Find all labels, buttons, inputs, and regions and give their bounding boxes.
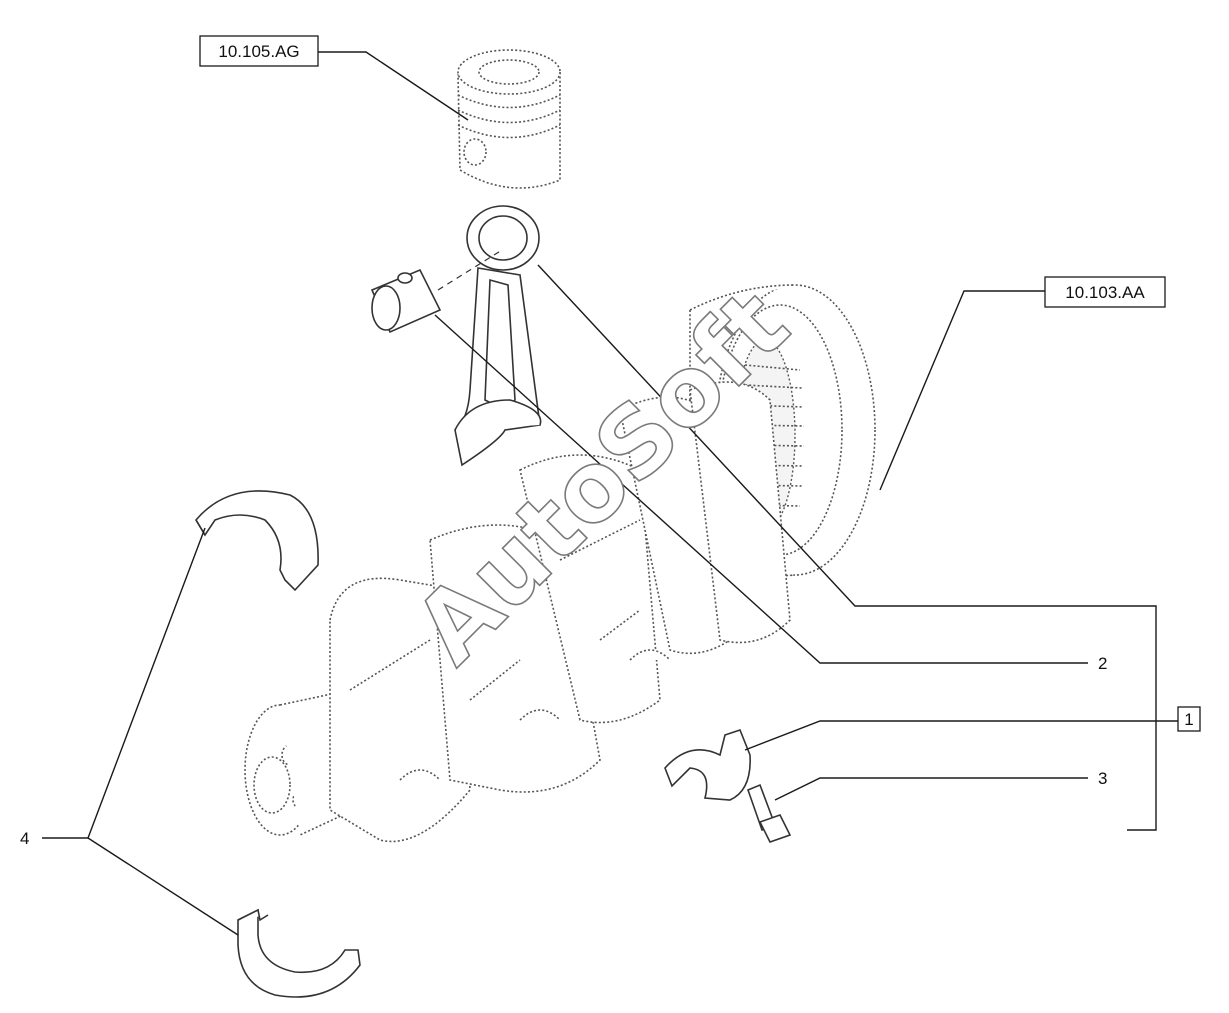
flywheel-reference-label: 10.103.AA	[1065, 283, 1145, 302]
small-end-bush-drawing	[370, 249, 503, 334]
crankshaft-drawing	[244, 381, 791, 843]
main-bearing-upper-drawing	[195, 490, 319, 592]
big-end-bolt-drawing	[746, 783, 792, 843]
big-end-cap-drawing	[664, 729, 751, 801]
piston-reference-label: 10.105.AG	[218, 42, 299, 61]
piston-reference-tag[interactable]: 10.105.AG	[199, 35, 319, 67]
piston-drawing	[457, 49, 561, 189]
item-1-tag[interactable]: 1	[1177, 706, 1201, 732]
item-1-label: 1	[1184, 710, 1193, 729]
main-bearing-lower-drawing	[237, 908, 361, 998]
flywheel-reference-tag[interactable]: 10.103.AA	[1044, 276, 1166, 308]
item-3-callout: 3	[1098, 769, 1107, 788]
item-2-callout: 2	[1098, 654, 1107, 673]
item-4-callout: 4	[20, 829, 29, 848]
leader-lines	[42, 51, 1178, 936]
connecting-rod-drawing	[454, 205, 542, 467]
